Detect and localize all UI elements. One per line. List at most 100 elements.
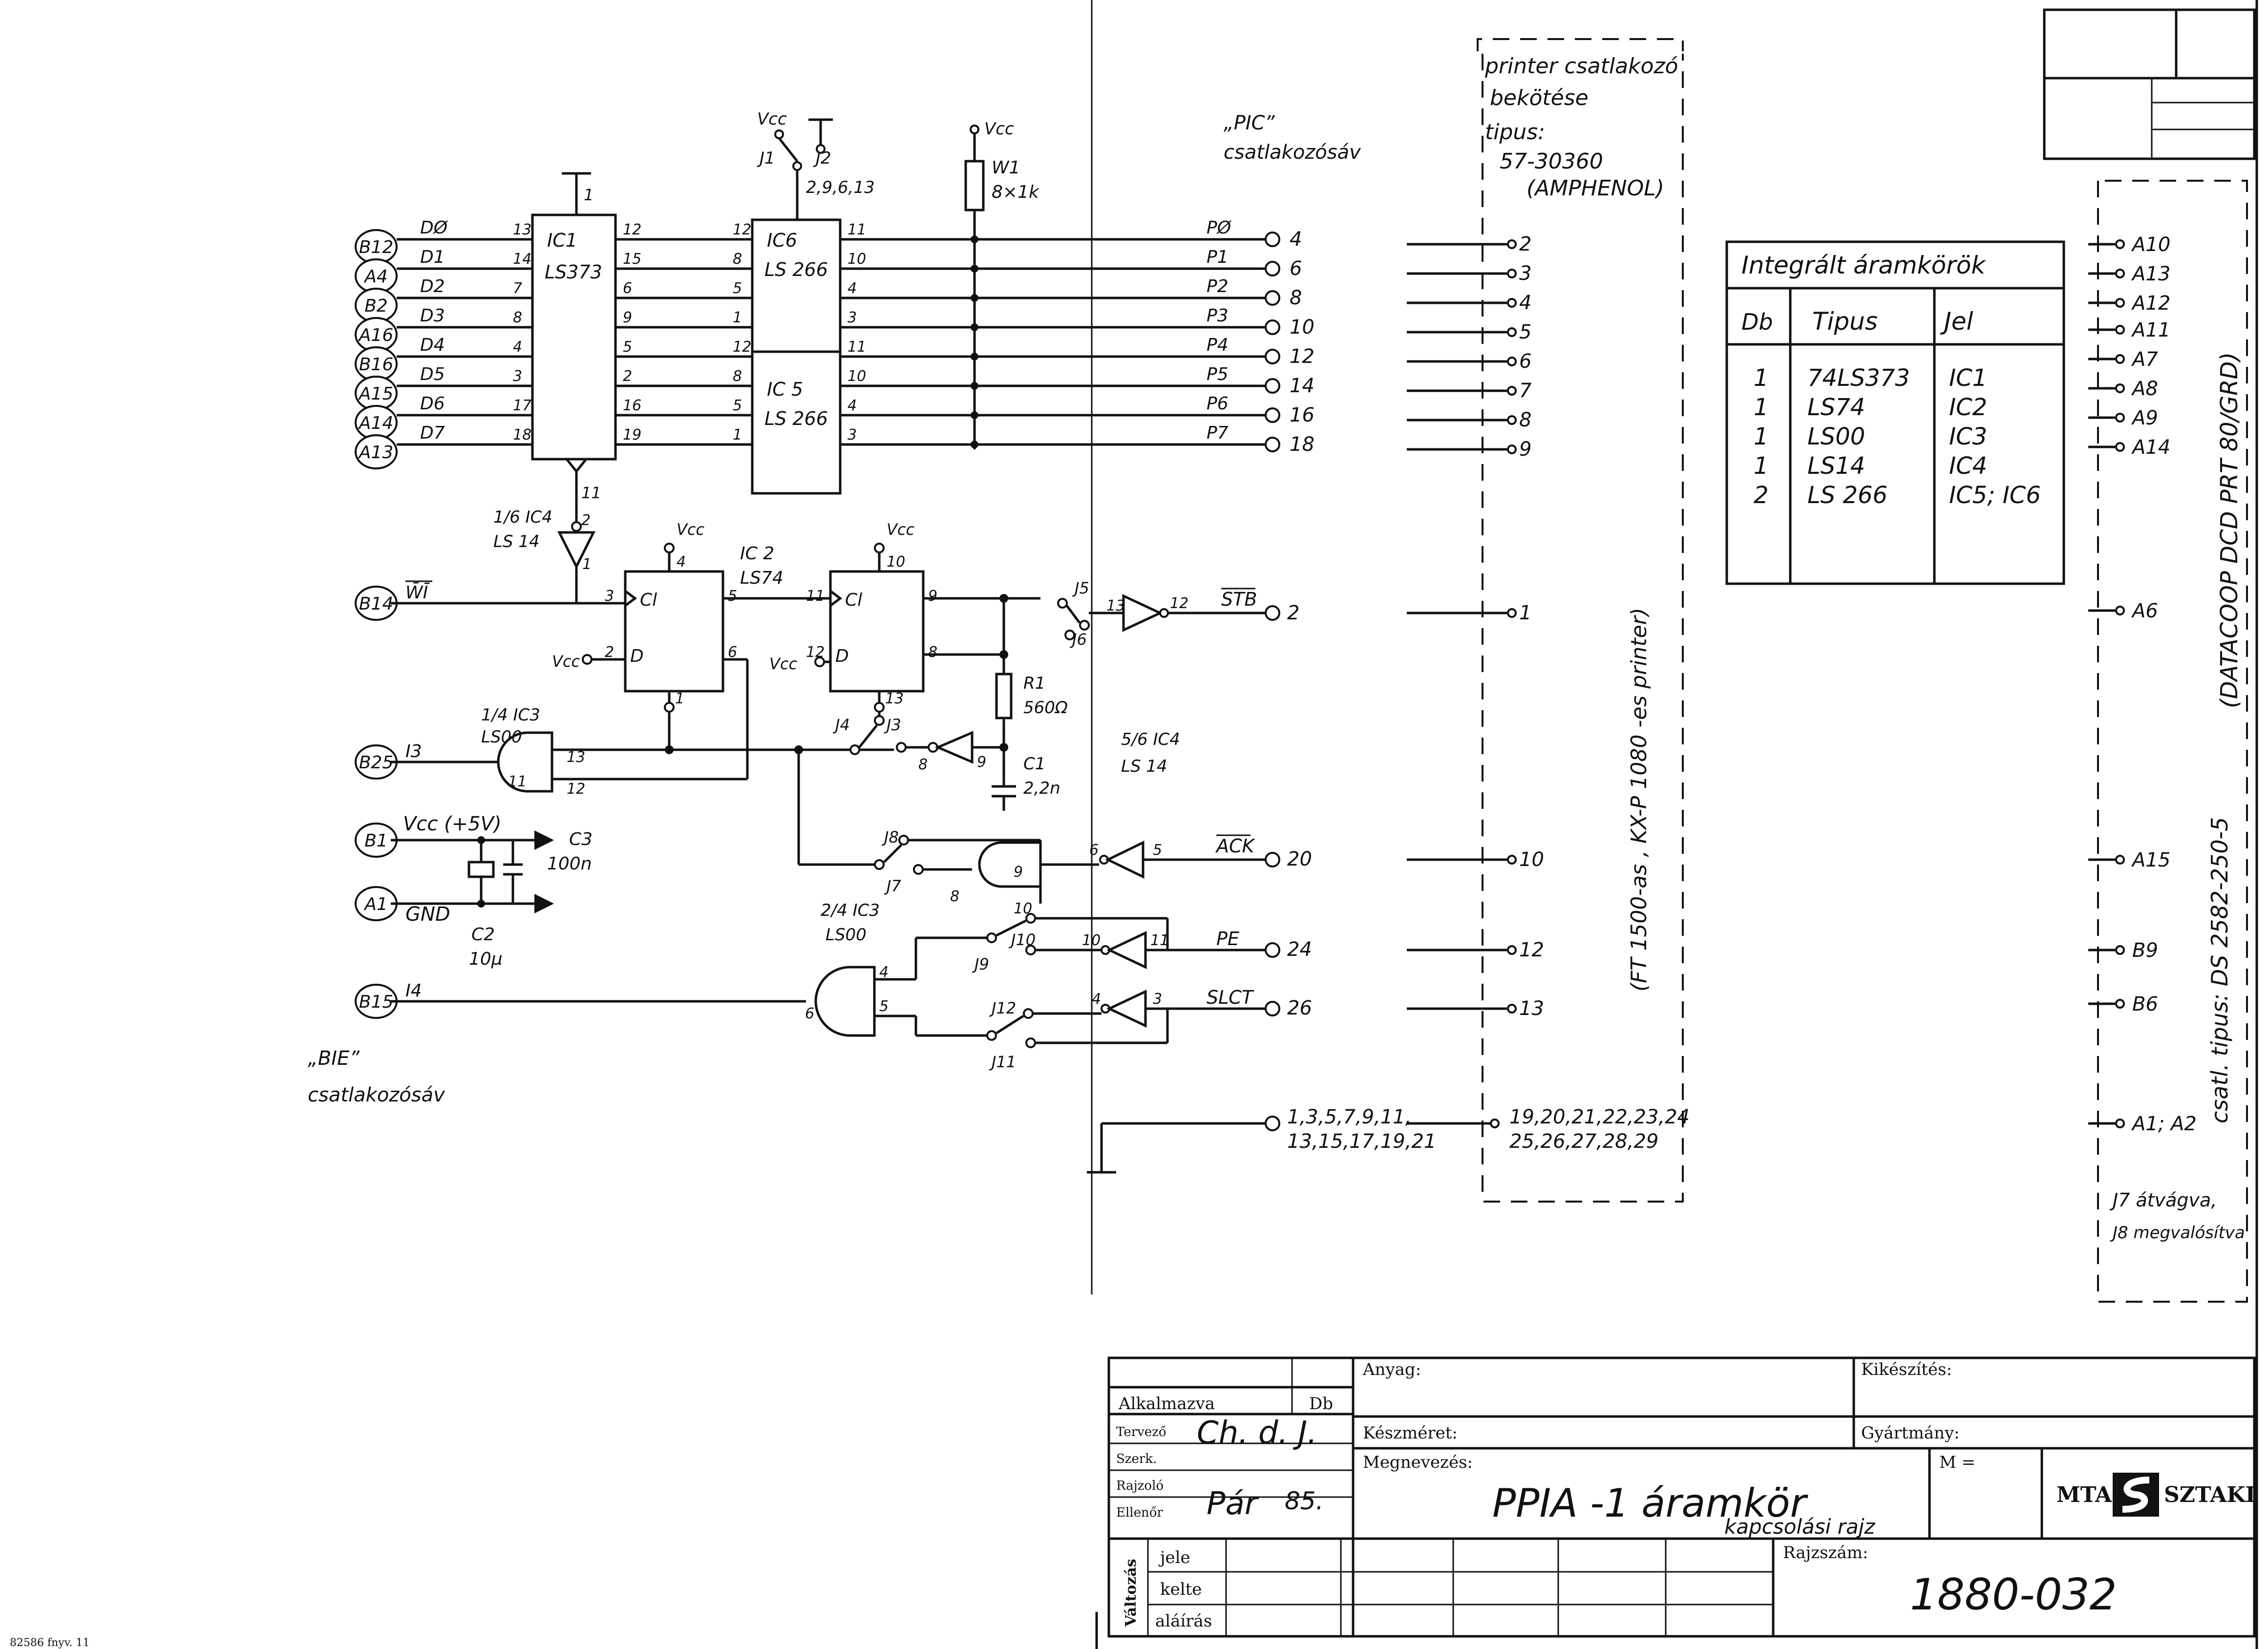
tb-signature-1: Ch. d. J. [1197,1415,1317,1451]
data-bus-label: D5 [420,364,445,384]
ic56-pin-in: 5 [733,280,742,297]
right-pin-label: A10 [2131,233,2170,256]
ic-table-db: 1 [1754,423,1769,450]
ic-table-jel: IC4 [1949,452,1987,480]
bie-pin-label: A13 [358,443,393,463]
right-pin-circle [2115,325,2125,335]
ic3b-type: LS00 [826,925,867,945]
bie-pin-label: A16 [358,325,393,345]
printer-pin-circle [1507,386,1517,396]
ack-label: ACK [1215,835,1256,857]
pe-label: PE [1216,928,1239,950]
tb-szerk: Szerk. [1116,1452,1157,1466]
w1-resistor-network: Vcc W1 8×1k [964,119,1040,449]
ic1-pin-in: 14 [513,251,531,268]
tb-org-right: SZTAKI [2164,1482,2255,1507]
ic3b-name: 2/4 IC3 [821,901,880,920]
ic2-d2: D [835,646,849,666]
ic2-pin-13: 13 [885,690,904,707]
ic1-pin-out: 16 [623,397,641,414]
ic1-pin-in: 13 [513,221,531,238]
nand-pin-9: 9 [1014,864,1023,881]
bie-pin-label: B14 [359,594,394,614]
tb-alkalmazva: Alkalmazva [1118,1394,1215,1414]
ic56-pin-out: 4 [848,397,857,414]
pic-title: „PIC” [1224,112,1275,134]
ic2-d1: D [630,646,644,666]
pe-pin-10: 10 [1082,932,1101,949]
printer-gnd-1: 19,20,21,22,23,24 [1509,1106,1690,1128]
pic-pin-number: 12 [1290,345,1314,368]
right-pin-label: A6 [2131,600,2158,622]
right-pin-label: A13 [2131,263,2170,285]
tb-ellenor: Ellenőr [1116,1505,1163,1520]
ic-table-title: Integrált áramkörök [1741,251,1986,279]
p-output-label: P1 [1207,247,1229,267]
tb-rajzszam: 1880-032 [1910,1569,2117,1620]
c1-name: C1 [1023,754,1045,774]
ic2-vcc-d2: Vcc [769,655,797,673]
ic56-pin-in: 5 [733,397,742,414]
bie-pin-label: A1 [363,894,388,914]
ic1-ls373: IC1 LS373 1 11 [531,172,617,513]
ic56-pin-out: 4 [848,280,857,297]
ic1-pin-out: 15 [623,251,641,268]
junction-dot [971,382,978,390]
printer-title-line: bekötése [1490,85,1589,110]
printer-pin-number: 7 [1519,380,1532,402]
right-pin-circle [2115,945,2125,955]
right-pin-label: B9 [2132,939,2158,962]
right-pin-circle [2115,999,2125,1009]
p-output-label: P4 [1207,335,1229,355]
slct-pin: 26 [1287,997,1312,1019]
data-bus-label: D1 [420,247,445,267]
ic-table: Integrált áramkörök Db Tipus Jel [1725,240,2065,585]
bie-pin-label: B25 [359,753,394,773]
printer-title-line: printer csatlakozó [1484,54,1678,79]
ic56-pin-out: 11 [848,338,866,356]
ic3a-type: LS00 [481,727,522,747]
inv-pin-9: 9 [977,754,986,771]
ic-table-tipus: LS00 [1807,423,1865,450]
ic56-pin-out: 3 [848,426,857,444]
printer-pin-circle [1507,415,1517,425]
ic1-pin-in: 17 [513,397,531,414]
ic2-cl1: Cl [640,590,657,610]
printer-pin-circle [1507,327,1517,337]
pic-pin-number: 18 [1290,433,1314,456]
ic5-name: IC 5 [767,379,803,400]
ic2-pin-3: 3 [605,588,614,605]
right-pin-circle [2115,606,2125,615]
printer-title-line: (AMPHENOL) [1526,176,1664,201]
r1-value: 560Ω [1023,698,1068,718]
ground-pins: 1,3,5,7,9,11, 13,15,17,19,21 19,20,21,22… [1087,1106,1690,1174]
stb-pin: 2 [1287,602,1299,624]
ic1-pin-bottom: 11 [581,484,601,502]
j3-j4-inverter: J4 J3 8 9 [832,712,1004,773]
stb-pin-12: 12 [1170,595,1188,612]
junction-dot [971,353,978,360]
jumper-j9: J9 [972,955,989,973]
tb-rajzolo: Rajzoló [1116,1479,1164,1493]
ic2-pin-11: 11 [806,588,825,605]
ic3a-pin-11: 11 [508,773,527,790]
ic6-ic5-ls266: IC6 LS 266 IC 5 LS 266 [751,218,842,495]
tb-megnevezes: Megnevezés: [1363,1453,1473,1472]
ic-table-h-jel: Jel [1940,307,1973,336]
ic56-pin-in: 1 [733,426,742,444]
jumper-j2: J2 [813,148,831,168]
ic-table-tipus: LS14 [1807,452,1865,480]
ic2-pin-10: 10 [887,553,905,571]
ic-table-tipus: LS74 [1807,394,1865,421]
pic-pin-circle [1265,290,1280,306]
printer-pin-number: 12 [1519,939,1544,961]
ic3b-nand: I4 2/4 IC3 LS00 4 5 6 J9 J10 10 11 PE 24 [391,901,1507,1071]
right-pin-circle [2115,298,2125,308]
printer-pin-circle [1507,945,1517,955]
slct-label: SLCT [1207,987,1254,1008]
right-pin-circle [2115,239,2125,249]
ic-table-jel: IC2 [1949,394,1987,421]
